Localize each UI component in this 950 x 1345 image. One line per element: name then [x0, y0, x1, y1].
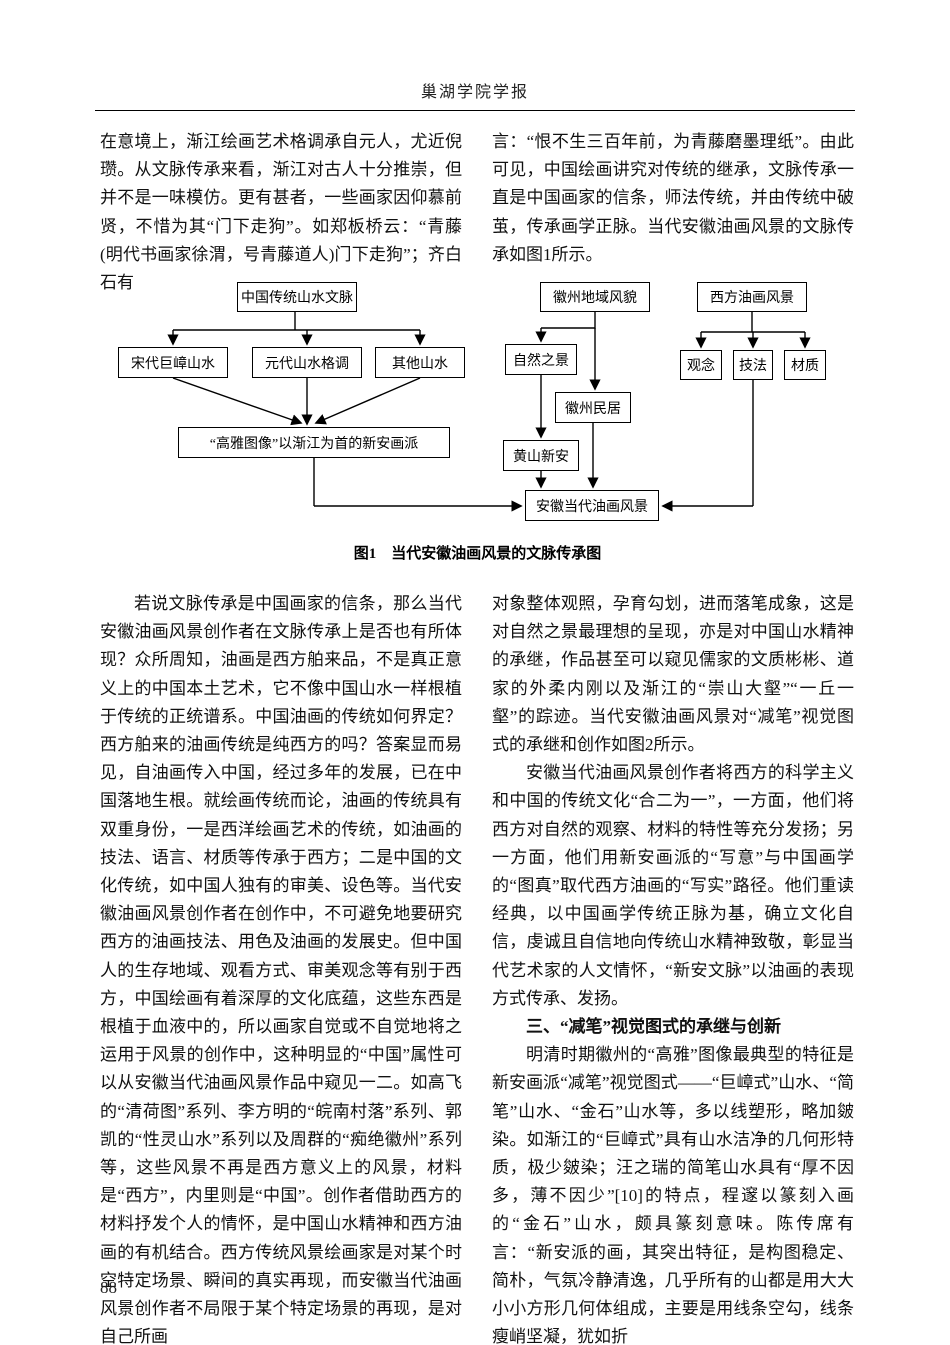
flowchart-node-song-landscape: 宋代巨嶂山水 — [118, 347, 228, 378]
body-paragraph: 明清时期徽州的“高雅”图像最典型的特征是新安画派“减笔”视觉图式——“巨嶂式”山… — [492, 1045, 854, 1345]
flowchart-node-xinan-school: “高雅图像”以渐江为首的新安画派 — [178, 427, 450, 458]
figure-flowchart: 中国传统山水文脉 徽州地域风貌 西方油画风景 宋代巨嶂山水 元代山水格调 其他山… — [95, 270, 860, 575]
body-paragraph: 安徽当代油画风景创作者将西方的科学主义和中国的传统文化“合二为一”，一方面，他们… — [492, 763, 854, 1008]
flowchart-node-yuan-landscape: 元代山水格调 — [252, 347, 362, 378]
flowchart-arrows — [167, 312, 811, 512]
section-heading: 三、“减笔”视觉图式的承继与创新 — [526, 1017, 781, 1037]
flowchart-node-chinese-tradition: 中国传统山水文脉 — [237, 282, 357, 312]
flowchart-node-huizhou-dwellings: 徽州民居 — [555, 392, 631, 423]
main-left-column: 若说文脉传承是中国画家的信条，那么当代安徽油画风景创作者在文脉传承上是否也有所体… — [100, 590, 462, 1345]
body-paragraph: 在意境上，渐江绘画艺术格调承自元人，尤近倪瓒。从文脉传承来看，渐江对古人十分推崇… — [100, 132, 462, 293]
flowchart-node-western-oil: 西方油画风景 — [697, 282, 807, 312]
top-left-column: 在意境上，渐江绘画艺术格调承自元人，尤近倪瓒。从文脉传承来看，渐江对古人十分推崇… — [100, 128, 462, 297]
flowchart-node-technique: 技法 — [733, 350, 773, 380]
body-paragraph: 言：“恨不生三百年前，为青藤磨墨理纸”。由此可见，中国绘画讲究对传统的继承，文脉… — [492, 132, 854, 264]
flowchart-node-huangshan-xinan: 黄山新安 — [503, 440, 579, 471]
body-paragraph: 对象整体观照，孕育勾划，进而落笔成象，这是对自然之景最理想的呈现，亦是对中国山水… — [492, 594, 854, 755]
flowchart-node-other-landscape: 其他山水 — [375, 347, 465, 378]
flowchart-node-material: 材质 — [784, 350, 826, 380]
figure-caption: 图1 当代安徽油画风景的文脉传承图 — [353, 546, 602, 562]
top-right-column: 言：“恨不生三百年前，为青藤磨墨理纸”。由此可见，中国绘画讲究对传统的继承，文脉… — [492, 128, 854, 269]
flowchart-node-concept: 观念 — [680, 350, 722, 380]
journal-title: 巢湖学院学报 — [420, 84, 529, 101]
body-paragraph: 若说文脉传承是中国画家的信条，那么当代安徽油画风景创作者在文脉传承上是否也有所体… — [100, 594, 462, 1345]
flowchart-node-huizhou-region: 徽州地域风貌 — [540, 282, 650, 312]
main-right-column: 对象整体观照，孕育勾划，进而落笔成象，这是对自然之景最理想的呈现，亦是对中国山水… — [492, 590, 854, 1345]
header-rule — [95, 110, 855, 111]
flowchart-node-natural-scenery: 自然之景 — [505, 344, 577, 375]
page-number: 88 — [100, 1278, 117, 1297]
flowchart-node-anhui-contemporary: 安徽当代油画风景 — [525, 490, 659, 521]
